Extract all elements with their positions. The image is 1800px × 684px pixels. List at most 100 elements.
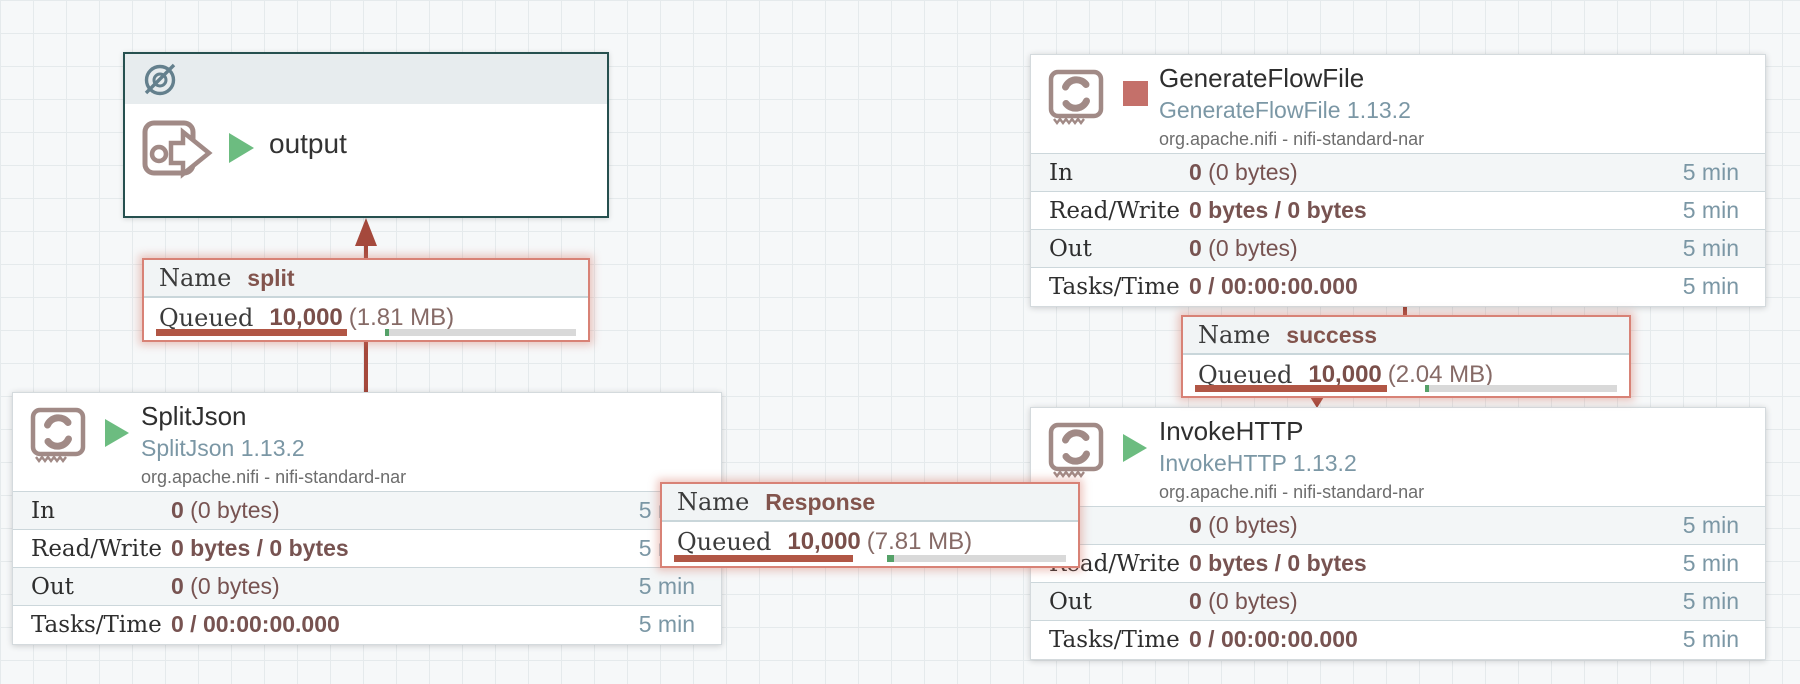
processor-bundle: org.apache.nifi - nifi-standard-nar — [1159, 482, 1425, 502]
processor-splitjson[interactable]: SplitJson SplitJson 1.13.2 org.apache.ni… — [12, 392, 722, 645]
connection-name: split — [247, 264, 295, 291]
processor-stamp-icon — [1048, 69, 1104, 125]
backpressure-size-bar — [385, 329, 576, 336]
processor-title: SplitJson — [141, 401, 247, 431]
no-transmission-icon — [144, 63, 176, 96]
connection-queued-row: Queued 10,000 (2.04 MB) — [1183, 355, 1629, 395]
stat-row-in: In 0 (0 bytes) 5 min — [13, 491, 721, 529]
stat-row-out: Out 0 (0 bytes) 5 min — [13, 567, 721, 605]
run-triangle-icon — [229, 133, 254, 163]
connection-label-success[interactable]: Name success Queued 10,000 (2.04 MB) — [1181, 315, 1631, 398]
stat-row-tasks: Tasks/Time 0 / 00:00:00.000 5 min — [1031, 267, 1765, 305]
run-triangle-icon — [1123, 434, 1147, 462]
processor-version: InvokeHTTP 1.13.2 — [1159, 450, 1357, 476]
stat-value: 0 (0 bytes) — [1189, 512, 1298, 538]
output-port-icon — [142, 120, 213, 179]
queued-label: Queued — [677, 528, 772, 556]
connection-name-label: Name — [1198, 321, 1271, 349]
stop-square-icon — [1123, 81, 1148, 106]
connection-name: success — [1286, 321, 1378, 348]
stat-label: Out — [1049, 588, 1092, 615]
backpressure-size-bar — [1425, 385, 1617, 392]
output-port-body: output — [125, 104, 607, 216]
stat-value: 0 / 00:00:00.000 — [1189, 626, 1358, 652]
processor-generateflowfile[interactable]: GenerateFlowFile GenerateFlowFile 1.13.2… — [1030, 54, 1766, 307]
stat-value: 0 (0 bytes) — [1189, 235, 1298, 261]
processor-header: InvokeHTTP InvokeHTTP 1.13.2 org.apache.… — [1031, 408, 1765, 506]
stat-value: 0 bytes / 0 bytes — [171, 535, 349, 561]
stat-row-in: In 0 (0 bytes) 5 min — [1031, 506, 1765, 544]
stat-value: 0 (0 bytes) — [1189, 159, 1298, 185]
connection-name-label: Name — [159, 264, 232, 292]
queued-size: (1.81 MB) — [348, 304, 455, 331]
stat-period: 5 min — [1682, 273, 1739, 299]
queued-size: (2.04 MB) — [1387, 361, 1494, 388]
queued-count: 10,000 — [787, 528, 861, 555]
processor-invokehttp[interactable]: InvokeHTTP InvokeHTTP 1.13.2 org.apache.… — [1030, 407, 1766, 660]
connection-label-response[interactable]: Name Response Queued 10,000 (7.81 MB) — [660, 482, 1080, 568]
output-port-header — [125, 54, 607, 104]
arrowhead-up-icon — [355, 218, 377, 246]
stat-row-readwrite: Read/Write 0 bytes / 0 bytes 5 min — [1031, 544, 1765, 582]
stat-label: Tasks/Time — [31, 611, 162, 638]
stat-row-readwrite: Read/Write 0 bytes / 0 bytes 5 min — [13, 529, 721, 567]
stat-row-readwrite: Read/Write 0 bytes / 0 bytes 5 min — [1031, 191, 1765, 229]
stat-period: 5 min — [1682, 159, 1739, 185]
stat-row-tasks: Tasks/Time 0 / 00:00:00.000 5 min — [1031, 620, 1765, 658]
stat-period: 5 min — [1682, 626, 1739, 652]
connection-name-row: Name success — [1183, 317, 1629, 355]
connection-queued-row: Queued 10,000 (1.81 MB) — [144, 298, 588, 338]
stat-value: 0 (0 bytes) — [1189, 588, 1298, 614]
queued-count: 10,000 — [1308, 361, 1382, 388]
stat-value: 0 (0 bytes) — [171, 573, 280, 599]
queued-count: 10,000 — [269, 304, 343, 331]
run-triangle-icon — [105, 419, 129, 447]
backpressure-object-bar — [674, 555, 853, 562]
stats-table: In 0 (0 bytes) 5 min Read/Write 0 bytes … — [1031, 153, 1765, 305]
processor-bundle: org.apache.nifi - nifi-standard-nar — [141, 467, 407, 487]
stat-value: 0 / 00:00:00.000 — [171, 611, 340, 637]
stat-value: 0 (0 bytes) — [171, 497, 280, 523]
processor-title: InvokeHTTP — [1159, 416, 1304, 446]
queued-label: Queued — [159, 304, 254, 332]
processor-version: GenerateFlowFile 1.13.2 — [1159, 97, 1411, 123]
processor-title: GenerateFlowFile — [1159, 63, 1365, 93]
connection-label-split[interactable]: Name split Queued 10,000 (1.81 MB) — [142, 258, 590, 342]
stat-period: 5 min — [1682, 197, 1739, 223]
stat-period: 5 min — [1682, 588, 1739, 614]
stat-label: In — [31, 497, 55, 524]
queued-size: (7.81 MB) — [866, 528, 973, 555]
stat-period: 5 min — [638, 573, 695, 599]
connection-name: Response — [765, 488, 876, 515]
stat-period: 5 min — [1682, 512, 1739, 538]
stat-value: 0 / 00:00:00.000 — [1189, 273, 1358, 299]
processor-version: SplitJson 1.13.2 — [141, 435, 305, 461]
stats-table: In 0 (0 bytes) 5 min Read/Write 0 bytes … — [1031, 506, 1765, 658]
stat-label: Tasks/Time — [1049, 626, 1180, 653]
stat-period: 5 min — [1682, 235, 1739, 261]
stat-period: 5 min — [1682, 550, 1739, 576]
connection-name-row: Name split — [144, 260, 588, 298]
backpressure-object-bar — [156, 329, 347, 336]
backpressure-size-bar — [887, 555, 1066, 562]
connection-name-row: Name Response — [662, 484, 1078, 522]
processor-header: GenerateFlowFile GenerateFlowFile 1.13.2… — [1031, 55, 1765, 153]
stat-value: 0 bytes / 0 bytes — [1189, 550, 1367, 576]
processor-stamp-icon — [30, 407, 86, 463]
connection-name-label: Name — [677, 488, 750, 516]
queued-label: Queued — [1198, 361, 1293, 389]
port-name: output — [269, 128, 347, 159]
output-port[interactable]: output — [123, 52, 609, 218]
processor-bundle: org.apache.nifi - nifi-standard-nar — [1159, 129, 1425, 149]
processor-header: SplitJson SplitJson 1.13.2 org.apache.ni… — [13, 393, 721, 491]
stat-label: Tasks/Time — [1049, 273, 1180, 300]
stat-value: 0 bytes / 0 bytes — [1189, 197, 1367, 223]
stat-label: Out — [1049, 235, 1092, 262]
stat-label: Read/Write — [1049, 197, 1180, 224]
stat-row-tasks: Tasks/Time 0 / 00:00:00.000 5 min — [13, 605, 721, 643]
connection-queued-row: Queued 10,000 (7.81 MB) — [662, 522, 1078, 562]
backpressure-object-bar — [1195, 385, 1387, 392]
stat-row-out: Out 0 (0 bytes) 5 min — [1031, 582, 1765, 620]
stat-row-in: In 0 (0 bytes) 5 min — [1031, 153, 1765, 191]
